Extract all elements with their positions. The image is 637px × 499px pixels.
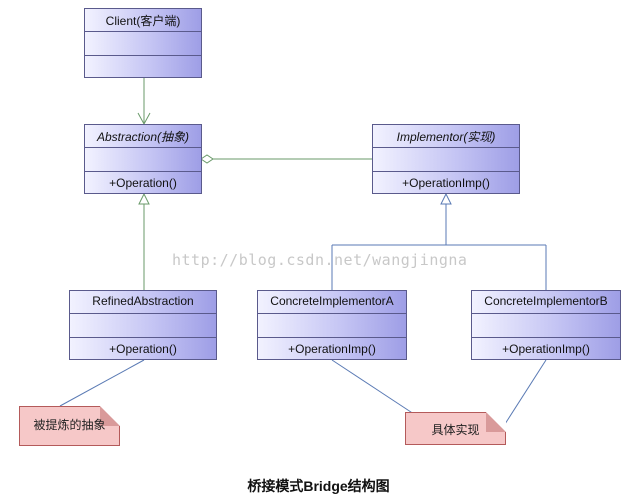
abstraction-operation: +Operation() [109,176,177,190]
implementor-generalization-triangle [440,192,452,205]
abstraction-class-name: Abstraction(抽象) [96,130,190,144]
client-class-name: Client(客户端) [105,14,181,28]
concrete-a-note-anchor [331,359,421,419]
abstraction-attributes-compartment [85,147,201,172]
concrete-implementor-a-operations-compartment [258,337,406,338]
client-attributes-compartment [85,31,201,56]
aggregation-diamond [200,154,214,164]
concrete-implementation-note-text: 具体实现 [431,423,480,437]
client-operations-compartment [85,55,201,56]
refined-abstraction-operation: +Operation() [109,342,177,356]
refined-abstraction-attributes-compartment [70,313,216,338]
refined-generalization-triangle [138,192,150,205]
concrete-implementor-b-operations-compartment [472,337,620,338]
implementor-class[interactable]: Implementor(实现) +OperationImp() [372,124,520,194]
concrete-implementor-b-operation: +OperationImp() [502,342,590,356]
concrete-implementor-b-attributes-compartment [472,313,620,338]
abstraction-class[interactable]: Abstraction(抽象) +Operation() [84,124,202,194]
refined-abstraction-note-text: 被提炼的抽象 [33,418,106,432]
concrete-implementor-a-operation: +OperationImp() [288,342,376,356]
concrete-implementor-a-class[interactable]: ConcreteImplementorA +OperationImp() [257,290,407,360]
concrete-implementor-a-class-name: ConcreteImplementorA [270,294,394,308]
concrete-implementation-note[interactable]: 具体实现 [405,412,506,445]
concrete-implementor-b-class[interactable]: ConcreteImplementorB +OperationImp() [471,290,621,360]
diagram-caption: 桥接模式Bridge结构图 [247,478,390,494]
refined-abstraction-class-name: RefinedAbstraction [92,294,194,308]
watermark-url: http://blog.csdn.net/wangjingna [172,251,468,269]
refined-abstraction-operations-compartment [70,337,216,338]
note-fold-corner [486,412,506,432]
implementor-class-name: Implementor(实现) [396,130,496,144]
refined-abstraction-class[interactable]: RefinedAbstraction +Operation() [69,290,217,360]
abstraction-operations-compartment [85,171,201,172]
refined-note-anchor [59,359,145,407]
implementor-attributes-compartment [373,147,519,172]
implementor-operation: +OperationImp() [402,176,490,190]
concrete-implementor-a-attributes-compartment [258,313,406,338]
client-class[interactable]: Client(客户端) [84,8,202,78]
refined-abstraction-note[interactable]: 被提炼的抽象 [19,406,120,446]
concrete-b-note-anchor [504,359,547,425]
note-fold-corner [100,406,120,426]
implementor-operations-compartment [373,171,519,172]
concrete-implementor-b-class-name: ConcreteImplementorB [484,294,608,308]
